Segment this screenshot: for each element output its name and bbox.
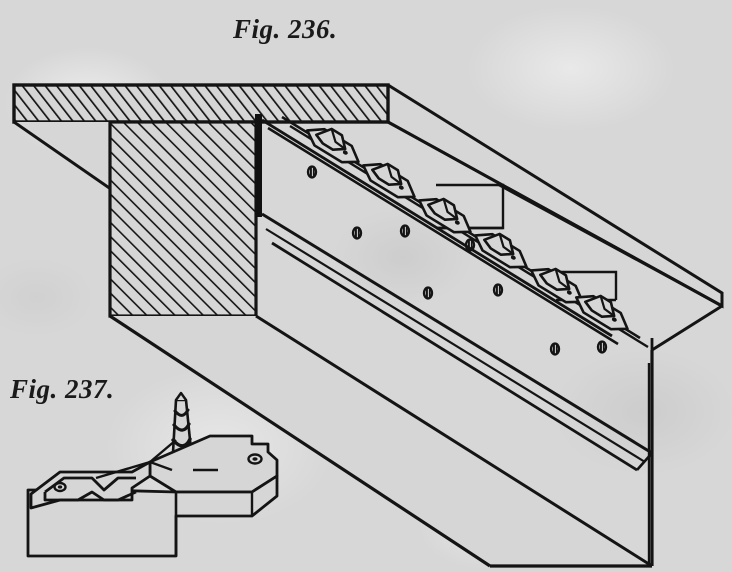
girder-right-end xyxy=(647,293,724,566)
near-flange-strip xyxy=(261,212,653,472)
fig237-caption: Fig. 237. xyxy=(10,374,115,404)
girder-far-edge xyxy=(387,120,723,308)
rivet-hole xyxy=(399,224,411,238)
rivet-hole xyxy=(306,165,318,179)
rivet-hole xyxy=(549,342,561,356)
chair-jaw-bolt-hole xyxy=(53,481,67,493)
fig236-girder xyxy=(12,83,724,568)
rail-chair xyxy=(413,187,480,241)
top-flange-section xyxy=(12,83,390,124)
rivet-hole xyxy=(596,340,608,354)
chair-jaw-detail xyxy=(29,439,177,510)
rail-chair xyxy=(570,284,637,338)
sole-plate-top xyxy=(148,434,279,494)
fig236-caption: Fig. 236. xyxy=(233,14,338,44)
rail-chair xyxy=(357,152,424,206)
fig237-chair-detail xyxy=(26,391,279,558)
rivet-hole xyxy=(422,286,434,300)
rivet-hole xyxy=(492,283,504,297)
web-section-block xyxy=(108,120,258,318)
sole-plate-bolt-hole xyxy=(247,453,263,465)
rivet-hole xyxy=(351,226,363,240)
rail-chair xyxy=(301,117,368,171)
spike-base-guides xyxy=(149,460,218,472)
girder-near-face xyxy=(109,314,653,568)
web-cut-edge xyxy=(255,114,262,217)
